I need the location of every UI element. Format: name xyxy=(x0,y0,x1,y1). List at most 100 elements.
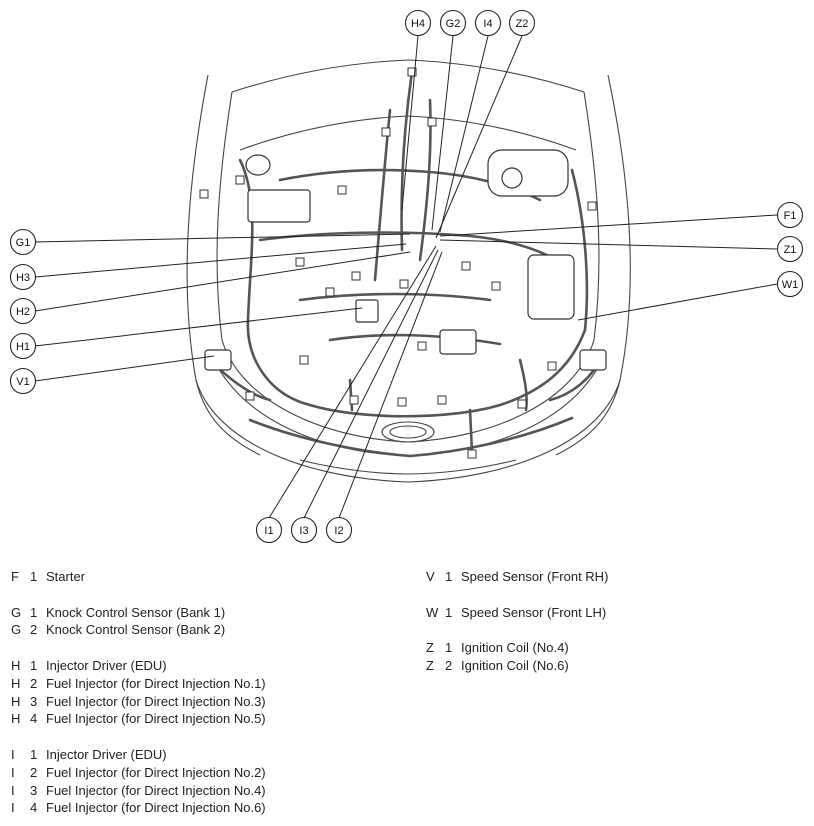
legend-text: Fuel Injector (for Direct Injection No.2… xyxy=(46,764,266,780)
legend-number: 1 xyxy=(30,746,38,762)
engine-harness-diagram: H4 G2 I4 Z2 F1 Z1 W1 G1 H3 H2 H1 V1 xyxy=(9,9,804,544)
callout-z2-label: Z2 xyxy=(516,18,529,30)
legend-letter: H xyxy=(11,711,21,727)
legend-number: 2 xyxy=(30,622,38,638)
legend-number: 3 xyxy=(30,693,38,709)
legend-number: 1 xyxy=(445,640,453,656)
reservoir-tank xyxy=(487,149,569,197)
legend-number: 2 xyxy=(30,675,38,691)
vehicle-body-outline xyxy=(186,59,631,483)
legend-text: Speed Sensor (Front LH) xyxy=(461,604,607,620)
legend-text: Knock Control Sensor (Bank 2) xyxy=(46,622,226,638)
legend-text: Ignition Coil (No.6) xyxy=(461,657,569,673)
legend-text: Fuel Injector (for Direct Injection No.5… xyxy=(46,711,266,727)
callout-i4-label: I4 xyxy=(483,18,492,30)
callout-h4: H4 xyxy=(404,9,432,37)
legend-text: Fuel Injector (for Direct Injection No.1… xyxy=(46,675,266,691)
connector-marks xyxy=(199,67,597,459)
callout-g2-label: G2 xyxy=(446,18,461,30)
legend-text: Knock Control Sensor (Bank 1) xyxy=(46,604,226,620)
legend-text: Ignition Coil (No.4) xyxy=(461,640,569,656)
callout-i3-label: I3 xyxy=(299,525,308,537)
legend-text: Fuel Injector (for Direct Injection No.4… xyxy=(46,782,266,798)
callout-i2: I2 xyxy=(325,516,353,544)
callout-i2-label: I2 xyxy=(334,525,343,537)
legend-number: 1 xyxy=(30,604,38,620)
reservoir-cap xyxy=(501,167,523,189)
speed-sensor-rh-part xyxy=(204,349,232,371)
relay-block xyxy=(247,189,311,223)
legend-letter: H xyxy=(11,675,21,691)
brake-master-unit xyxy=(527,254,575,320)
callout-z2: Z2 xyxy=(508,9,536,37)
callout-v1-label: V1 xyxy=(16,376,29,388)
callout-h2-label: H2 xyxy=(16,306,30,318)
legend-number: 2 xyxy=(30,764,38,780)
legend-letter: I xyxy=(11,782,15,798)
legend-letter: Z xyxy=(426,657,434,673)
callout-z1: Z1 xyxy=(776,235,804,263)
legend-number: 1 xyxy=(30,657,38,673)
legend-letter: H xyxy=(11,657,21,673)
callout-i4: I4 xyxy=(474,9,502,37)
callout-w1: W1 xyxy=(776,270,804,298)
legend-letter: I xyxy=(11,800,15,816)
callout-h2: H2 xyxy=(9,297,37,325)
callout-h4-label: H4 xyxy=(411,18,425,30)
legend-text: Injector Driver (EDU) xyxy=(46,657,167,673)
legend-text: Fuel Injector (for Direct Injection No.3… xyxy=(46,693,266,709)
speed-sensor-lh-part xyxy=(579,349,607,371)
legend-letter: G xyxy=(11,622,22,638)
legend-number: 1 xyxy=(445,569,453,584)
legend-text: Starter xyxy=(46,569,86,584)
callout-f1: F1 xyxy=(776,201,804,229)
legend-number: 1 xyxy=(445,604,453,620)
legend-number: 1 xyxy=(30,569,38,584)
callout-g1-label: G1 xyxy=(16,237,31,249)
callout-f1-label: F1 xyxy=(784,210,797,222)
sensor-housing xyxy=(245,154,271,176)
callout-w1-label: W1 xyxy=(782,279,799,291)
legend-number: 4 xyxy=(30,800,38,816)
callout-v1: V1 xyxy=(9,367,37,395)
callout-h1-label: H1 xyxy=(16,341,30,353)
leader-lines xyxy=(34,35,778,519)
legend-text: Injector Driver (EDU) xyxy=(46,746,167,762)
callout-i1: I1 xyxy=(255,516,283,544)
legend-letter: G xyxy=(11,604,22,620)
callout-h3-label: H3 xyxy=(16,272,30,284)
legend-text: Speed Sensor (Front RH) xyxy=(461,569,609,584)
injector-module-part xyxy=(439,329,477,355)
legend-letter: W xyxy=(426,604,439,620)
legend-letter: Z xyxy=(426,640,434,656)
callout-z1-label: Z1 xyxy=(784,244,797,256)
legend-letter: H xyxy=(11,693,21,709)
legend-letter: V xyxy=(426,569,435,584)
callout-i1-label: I1 xyxy=(264,525,273,537)
legend-letter: I xyxy=(11,746,15,762)
legend-letter: F xyxy=(11,569,19,584)
injector-driver-part xyxy=(355,299,379,323)
engine-components xyxy=(204,149,607,371)
legend-number: 2 xyxy=(445,657,453,673)
legend-number: 3 xyxy=(30,782,38,798)
callout-g2: G2 xyxy=(439,9,467,37)
callout-h3: H3 xyxy=(9,263,37,291)
